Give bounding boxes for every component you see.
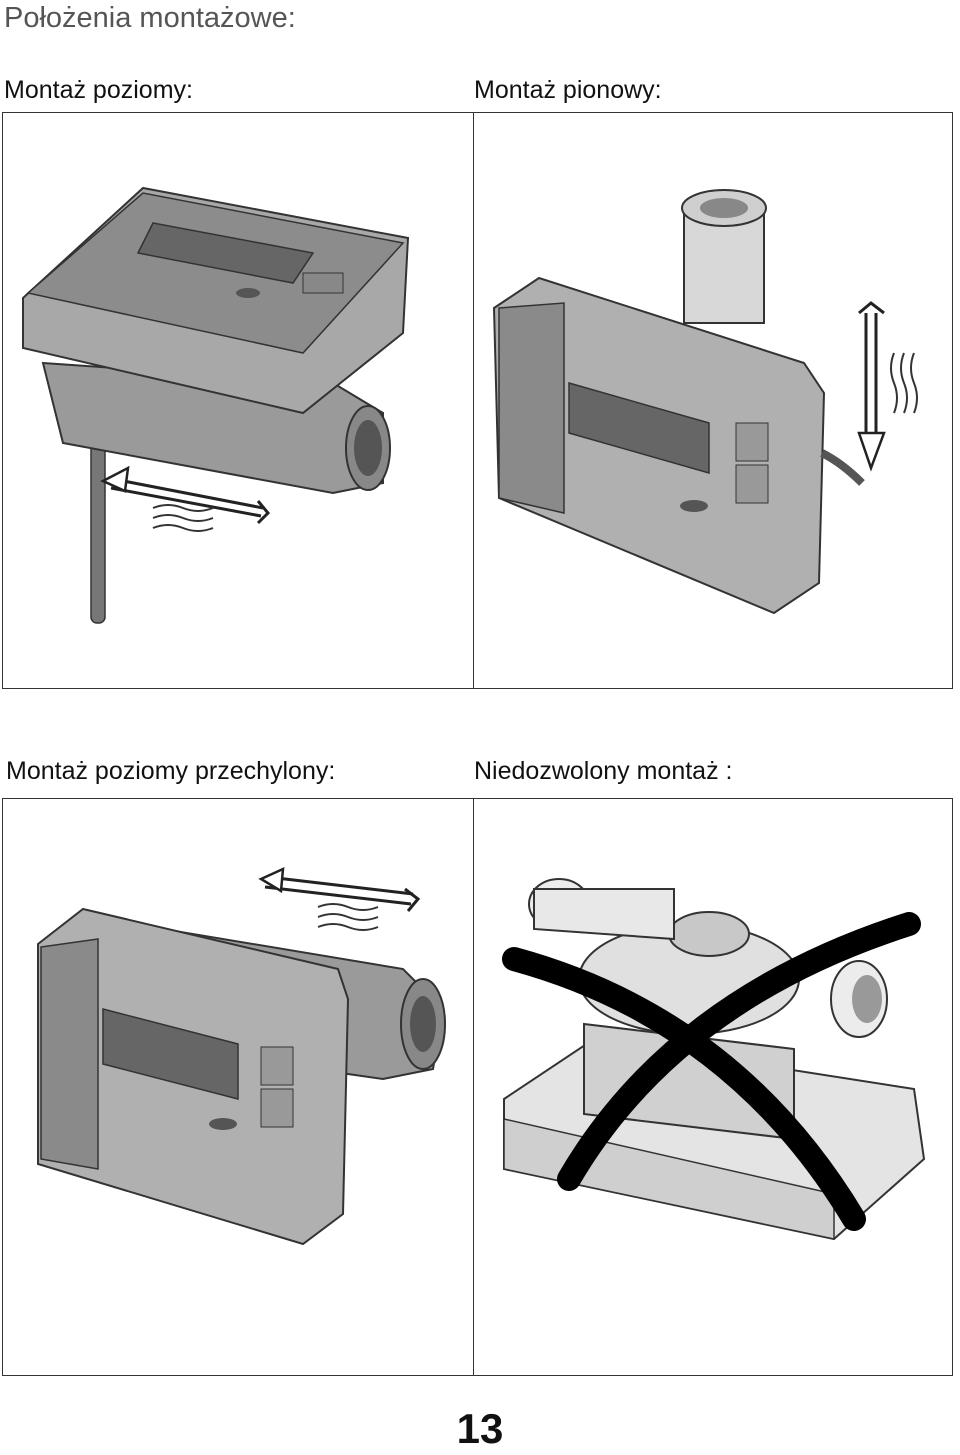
horizontal-meter-illustration: [22, 186, 410, 624]
vertical-meter-illustration: [492, 189, 918, 615]
panel-tilted: [2, 798, 475, 1376]
label-tilted: Montaż poziomy przechylony:: [6, 757, 336, 785]
forbidden-meter-illustration: [502, 878, 926, 1241]
panel-vertical: [473, 112, 953, 689]
tilted-meter-illustration: [37, 866, 446, 1246]
panel-horizontal: [2, 112, 475, 689]
label-horizontal: Montaż poziomy:: [4, 76, 193, 104]
page-heading: Położenia montażowe:: [4, 2, 296, 34]
panel-forbidden: [473, 798, 953, 1376]
label-forbidden: Niedozwolony montaż :: [474, 757, 733, 785]
cross-stroke-1: [502, 947, 866, 1231]
page-number: 13: [456, 1405, 504, 1452]
cross-stroke-2: [557, 912, 921, 1191]
label-vertical: Montaż pionowy:: [474, 76, 662, 104]
